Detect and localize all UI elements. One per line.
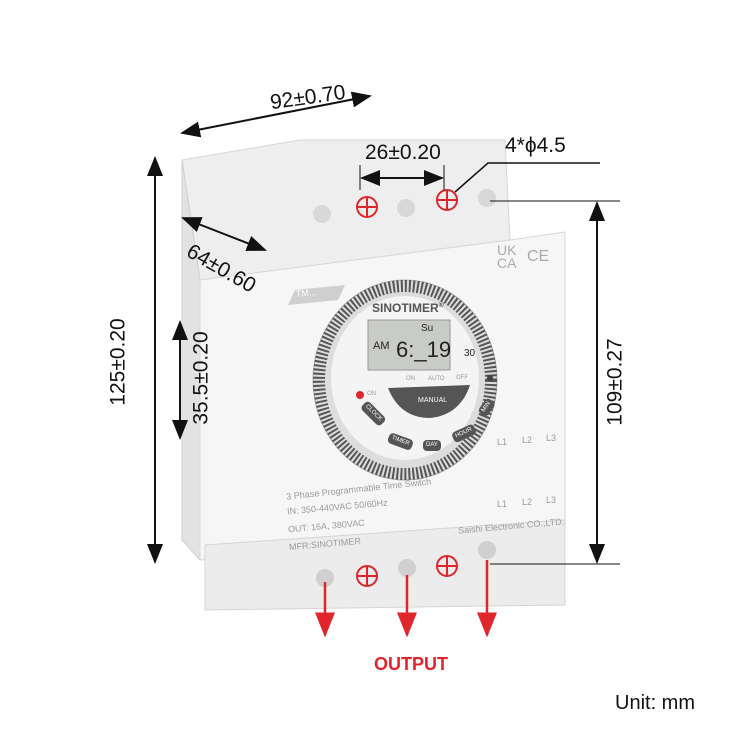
hole-size-dimension: 4*ϕ4.5 bbox=[505, 134, 566, 157]
height-dimension: 125±0.20 bbox=[106, 318, 130, 406]
phase-bottom-l3: L3 bbox=[546, 495, 557, 505]
model-label-plate bbox=[288, 285, 345, 305]
phase-bottom-l1: L1 bbox=[497, 499, 508, 509]
mounting-holes bbox=[356, 189, 458, 587]
day-button[interactable]: DAY bbox=[423, 440, 441, 451]
phase-top-l3: L3 bbox=[546, 433, 557, 443]
rail-height-dimension: 35.5±0.20 bbox=[189, 331, 213, 425]
mode-on-label: ON bbox=[406, 376, 415, 382]
hole-spacing-dimension: 26±0.20 bbox=[365, 141, 441, 164]
output-arrows bbox=[315, 560, 497, 638]
display-seconds: 30 bbox=[464, 348, 476, 359]
mode-auto-label: AUTO bbox=[428, 376, 445, 382]
manual-button bbox=[388, 385, 470, 418]
phase-top-l1: L1 bbox=[497, 437, 508, 447]
led-label: ON bbox=[367, 391, 376, 397]
timer-dial bbox=[312, 279, 498, 481]
output-label: OUTPUT bbox=[374, 654, 448, 674]
phase-bottom-l2: L2 bbox=[522, 497, 533, 507]
hole-height-dimension: 109±0.27 bbox=[603, 338, 627, 426]
ukca-mark: UK CA bbox=[497, 242, 517, 271]
model-label: TM... bbox=[295, 286, 317, 300]
display-day: Su bbox=[421, 323, 434, 334]
manual-button-label[interactable]: MANUAL bbox=[418, 397, 448, 404]
display-time: 6:_19 bbox=[396, 337, 452, 362]
dimension-lines bbox=[147, 91, 620, 565]
ce-mark: CE bbox=[527, 248, 550, 265]
display-ampm: AM bbox=[373, 340, 390, 352]
unit-label: Unit: mm bbox=[615, 692, 695, 714]
mode-off-label: OFF bbox=[456, 375, 468, 381]
brand-name: SINOTIMER® bbox=[372, 301, 444, 315]
phase-top-l2: L2 bbox=[522, 435, 533, 445]
led-on bbox=[356, 391, 364, 399]
